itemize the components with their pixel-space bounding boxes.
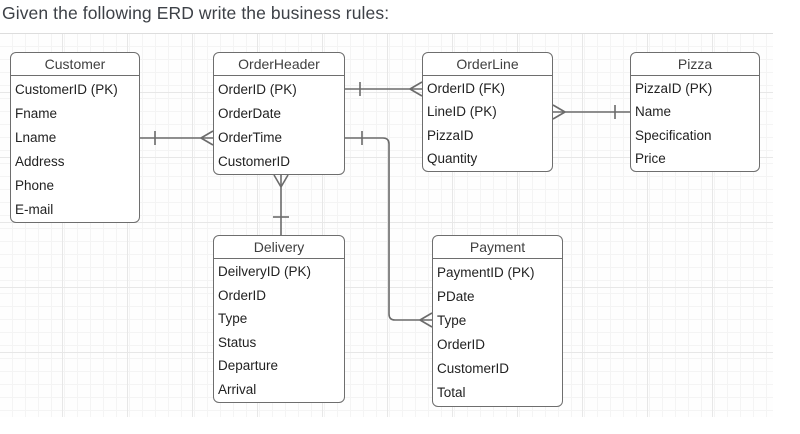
- attribute-row: Lname: [15, 129, 57, 145]
- attribute-row: Arrival: [218, 381, 257, 397]
- attribute-row: Departure: [218, 358, 279, 374]
- attribute-row: Price: [635, 150, 666, 166]
- entity-attribute-list: OrderID (PK) OrderDate OrderTime Custome…: [214, 76, 344, 174]
- entity-attribute-list: CustomerID (PK) Fname Lname Address Phon…: [11, 76, 139, 222]
- entity-payment: Payment PaymentID (PK) PDate Type OrderI…: [432, 235, 563, 407]
- attribute-row: PDate: [437, 288, 475, 304]
- attribute-row: CustomerID: [218, 153, 291, 169]
- entity-pizza: Pizza PizzaID (PK) Name Specification Pr…: [630, 52, 760, 172]
- attribute-row: Address: [15, 153, 65, 169]
- attribute-row: Name: [635, 104, 672, 120]
- attribute-row: OrderID: [437, 337, 486, 353]
- attribute-row: OrderID (PK): [218, 81, 297, 97]
- attribute-row: Specification: [635, 127, 712, 143]
- attribute-row: Type: [218, 311, 248, 327]
- attribute-row: OrderDate: [218, 105, 282, 121]
- attribute-row: Fname: [15, 105, 58, 121]
- attribute-row: DeilveryID (PK): [218, 264, 312, 280]
- entity-orderheader: OrderHeader OrderID (PK) OrderDate Order…: [213, 52, 345, 175]
- attribute-row: Status: [218, 334, 257, 350]
- attribute-row: OrderTime: [218, 129, 283, 145]
- entity-title: Pizza: [631, 53, 759, 76]
- entity-delivery: Delivery DeilveryID (PK) OrderID Type St…: [213, 235, 345, 403]
- entity-title: Payment: [433, 236, 562, 259]
- attribute-row: Type: [437, 312, 467, 328]
- entity-title: Customer: [11, 53, 139, 76]
- entity-customer: Customer CustomerID (PK) Fname Lname Add…: [10, 52, 140, 223]
- attribute-row: LineID (PK): [427, 104, 497, 120]
- entity-title: Delivery: [214, 236, 344, 259]
- attribute-row: PaymentID (PK): [437, 264, 535, 280]
- attribute-row: CustomerID: [437, 361, 510, 377]
- page-title: Given the following ERD write the busine…: [2, 3, 390, 23]
- entity-orderline: OrderLine OrderID (FK) LineID (PK) Pizza…: [422, 52, 553, 172]
- entity-attribute-list: DeilveryID (PK) OrderID Type Status Depa…: [214, 259, 344, 402]
- entity-title: OrderLine: [423, 53, 552, 76]
- attribute-row: E-mail: [15, 201, 54, 217]
- attribute-row: Quantity: [427, 150, 478, 166]
- entity-attribute-list: PaymentID (PK) PDate Type OrderID Custom…: [433, 259, 562, 406]
- attribute-row: PizzaID (PK): [635, 81, 713, 97]
- attribute-row: CustomerID (PK): [15, 81, 118, 97]
- entity-title: OrderHeader: [214, 53, 344, 76]
- attribute-row: Total: [437, 385, 466, 401]
- attribute-row: OrderID: [218, 287, 267, 303]
- entity-attribute-list: PizzaID (PK) Name Specification Price: [631, 76, 759, 171]
- entity-attribute-list: OrderID (FK) LineID (PK) PizzaID Quantit…: [423, 76, 552, 171]
- attribute-row: Phone: [15, 177, 55, 193]
- attribute-row: OrderID (FK): [427, 81, 506, 97]
- attribute-row: PizzaID: [427, 127, 474, 143]
